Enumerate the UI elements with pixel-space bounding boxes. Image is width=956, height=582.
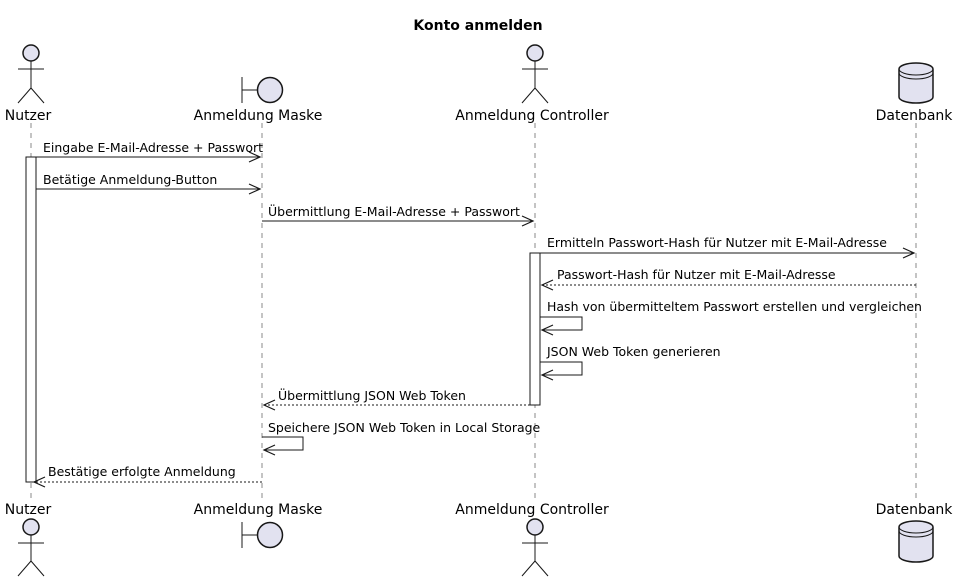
diagram-title: Konto anmelden [413, 18, 542, 34]
participant-label: Anmeldung Maske [194, 108, 323, 124]
activation-controller [529, 252, 541, 406]
message-7-self: JSON Web Token generieren [540, 344, 721, 381]
participant-db-bottom: Datenbank [876, 502, 954, 563]
message-6-self: Hash von übermitteltem Passwort erstelle… [540, 299, 922, 336]
actor-icon [17, 518, 45, 577]
participant-label: Datenbank [876, 108, 954, 124]
message-4: Ermitteln Passwort-Hash für Nutzer mit E… [540, 235, 916, 259]
message-label: Speichere JSON Web Token in Local Storag… [268, 420, 541, 435]
message-2: Betätige Anmeldung-Button [36, 172, 262, 195]
message-1: Eingabe E-Mail-Adresse + Passwort [36, 140, 263, 163]
message-label: Ermitteln Passwort-Hash für Nutzer mit E… [547, 235, 887, 250]
participant-controller-top: Anmeldung Controller [455, 44, 609, 124]
participant-label: Nutzer [5, 108, 52, 124]
boundary-icon [241, 521, 284, 549]
message-label: Hash von übermitteltem Passwort erstelle… [547, 299, 922, 314]
participant-label: Anmeldung Controller [455, 502, 609, 518]
database-icon [898, 520, 934, 563]
message-label: Eingabe E-Mail-Adresse + Passwort [43, 140, 263, 155]
message-label: Passwort-Hash für Nutzer mit E-Mail-Adre… [557, 267, 836, 282]
message-label: Übermittlung JSON Web Token [278, 387, 466, 403]
participant-label: Anmeldung Maske [194, 502, 323, 518]
participant-label: Anmeldung Controller [455, 108, 609, 124]
message-label: Übermittlung E-Mail-Adresse + Passwort [268, 203, 520, 219]
message-label: Bestätige erfolgte Anmeldung [48, 464, 236, 479]
participant-maske-top: Anmeldung Maske [194, 76, 323, 124]
participant-maske-bottom: Anmeldung Maske [194, 502, 323, 549]
message-label: Betätige Anmeldung-Button [43, 172, 217, 187]
participant-controller-bottom: Anmeldung Controller [455, 502, 609, 577]
participant-db-top: Datenbank [876, 62, 954, 124]
participant-label: Datenbank [876, 502, 954, 518]
actor-icon [521, 44, 549, 104]
actor-icon [521, 518, 549, 577]
participant-nutzer-top: Nutzer [5, 44, 52, 124]
message-10: Bestätige erfolgte Anmeldung [32, 464, 262, 488]
message-8: Übermittlung JSON Web Token [262, 387, 530, 411]
participant-nutzer-bottom: Nutzer [5, 502, 52, 577]
message-5: Passwort-Hash für Nutzer mit E-Mail-Adre… [540, 267, 916, 291]
activation-nutzer [25, 156, 37, 483]
boundary-icon [241, 76, 284, 104]
message-label: JSON Web Token generieren [546, 344, 721, 359]
actor-icon [17, 44, 45, 104]
message-9-self: Speichere JSON Web Token in Local Storag… [262, 420, 541, 456]
activations [25, 156, 541, 483]
message-3: Übermittlung E-Mail-Adresse + Passwort [262, 203, 535, 227]
participant-label: Nutzer [5, 502, 52, 518]
database-icon [898, 62, 934, 104]
